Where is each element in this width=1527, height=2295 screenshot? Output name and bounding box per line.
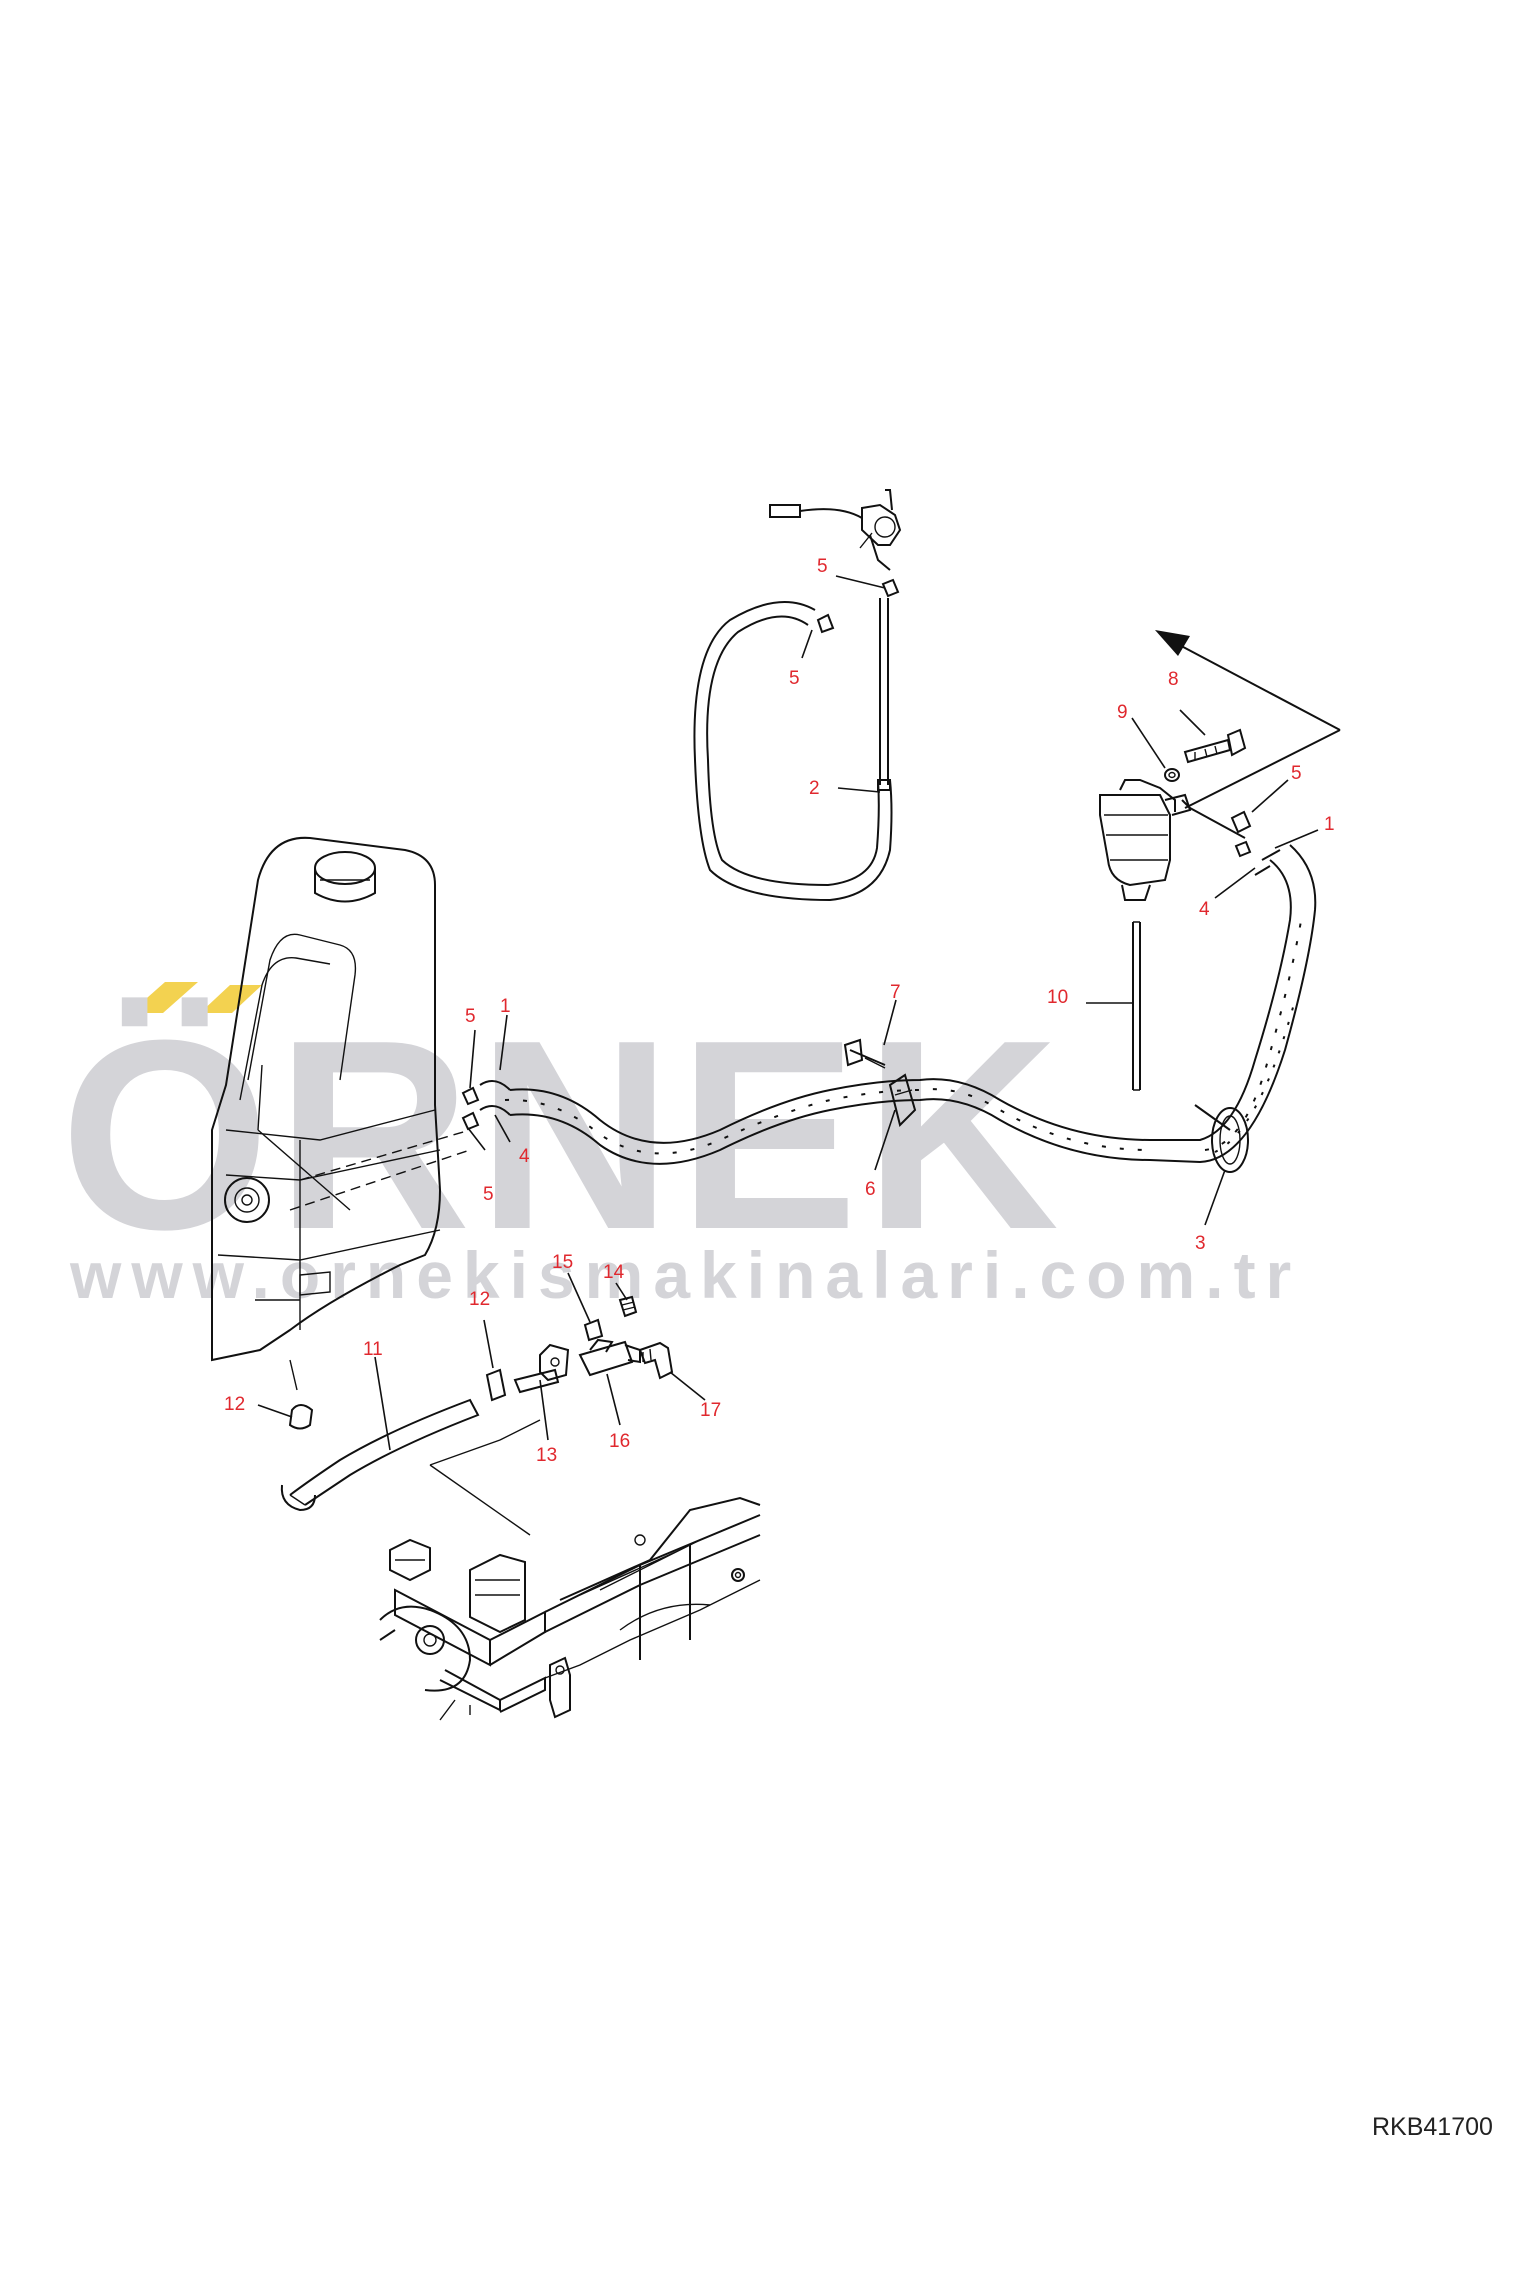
fitting-15 — [583, 1318, 604, 1342]
clip-12-upper — [485, 1368, 507, 1402]
callout-4: 4 — [519, 1146, 530, 1167]
callout-16: 16 — [609, 1431, 630, 1452]
callout-10: 10 — [1047, 987, 1068, 1008]
callout-5: 5 — [817, 556, 828, 577]
clamp-5-left-tank — [461, 1086, 480, 1131]
return-hose-2 — [693, 598, 893, 902]
callout-17: 17 — [700, 1400, 721, 1421]
callout-15: 15 — [552, 1252, 573, 1273]
callout-2: 2 — [809, 778, 820, 799]
reference-lines — [289, 1129, 471, 1211]
watermark-accent-right — [200, 985, 262, 1013]
watermark-brand: ÖRNEK — [60, 985, 1065, 1286]
washer-9 — [1164, 768, 1180, 782]
clamp-5-left-upper — [816, 613, 835, 634]
watermark: ÖRNEK www.ornekismakinalari.com.tr — [60, 982, 1301, 1312]
callout-12: 12 — [224, 1394, 245, 1415]
machine-frame — [379, 1496, 761, 1721]
callout-5: 5 — [789, 668, 800, 689]
fitting-14 — [618, 1295, 638, 1318]
fitting-13 — [513, 1343, 570, 1394]
clamp-5-right — [1230, 810, 1252, 858]
pin-10 — [1132, 921, 1141, 1091]
reference-code: RKB41700 — [1372, 2113, 1493, 2141]
callout-8: 8 — [1168, 669, 1179, 690]
callout-6: 6 — [865, 1179, 876, 1200]
callout-1: 1 — [500, 996, 511, 1017]
leader-lines — [257, 575, 1319, 1451]
hose-clamp-3 — [1211, 1107, 1249, 1173]
callout-5: 5 — [483, 1184, 494, 1205]
callout-9: 9 — [1117, 702, 1128, 723]
callout-14: 14 — [603, 1262, 625, 1283]
callouts: 5 5 2 8 9 5 1 4 10 7 1 5 4 5 6 3 14 15 1… — [224, 556, 1335, 1466]
tank-gauge — [224, 1177, 270, 1223]
direction-arrow — [1155, 630, 1341, 839]
hose-11 — [280, 1398, 480, 1512]
bolt-7 — [843, 1038, 886, 1069]
clip-12-lower — [288, 1404, 314, 1430]
bolt-8 — [1183, 728, 1247, 764]
callout-7: 7 — [890, 982, 901, 1003]
callout-5: 5 — [465, 1006, 476, 1027]
valve-16 — [578, 1338, 641, 1377]
watermark-url: www.ornekismakinalari.com.tr — [69, 1238, 1301, 1312]
watermark-accent-left — [130, 982, 198, 1013]
callout-12: 12 — [469, 1289, 490, 1310]
callout-3: 3 — [1195, 1233, 1206, 1254]
callout-11: 11 — [363, 1339, 383, 1360]
callout-1: 1 — [1324, 814, 1335, 835]
frame-reference-line — [429, 1419, 541, 1536]
fuel-tank — [211, 836, 442, 1391]
callout-5: 5 — [1291, 763, 1302, 784]
callout-4: 4 — [1199, 899, 1210, 920]
clip-6 — [888, 1073, 917, 1127]
tank-cap — [314, 851, 376, 885]
fuel-hose-assembly — [479, 844, 1317, 1173]
sensor-assembly — [769, 489, 902, 571]
fuel-filter — [1099, 779, 1192, 901]
clamp-5-top — [881, 578, 900, 598]
callout-13: 13 — [536, 1445, 557, 1466]
elbow-17 — [638, 1341, 674, 1380]
